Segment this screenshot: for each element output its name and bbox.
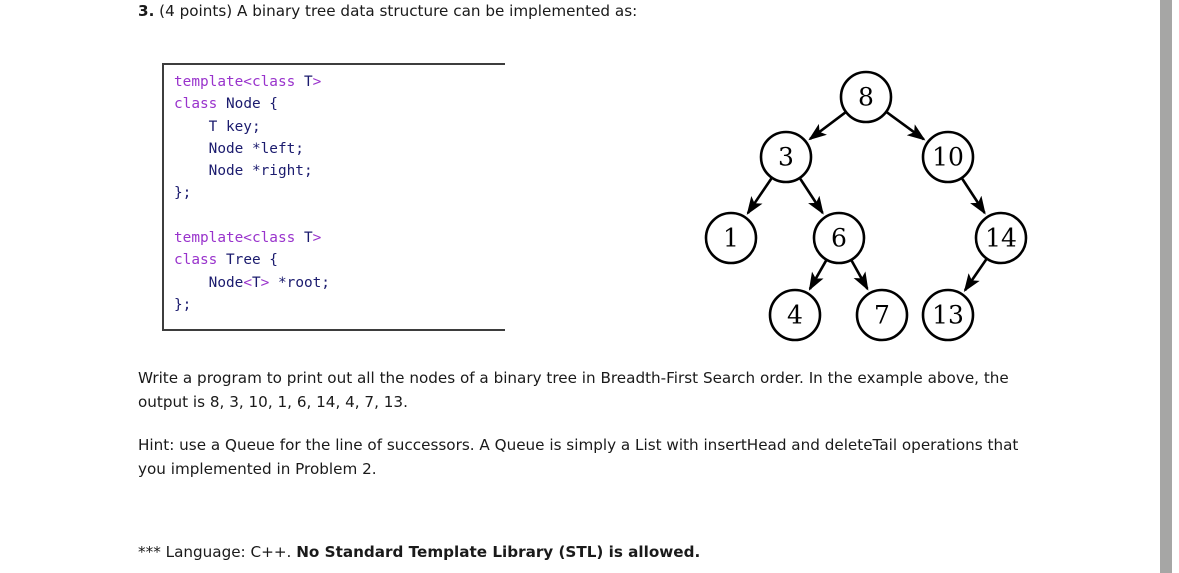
code-line: template<class T> [174,227,330,249]
code-identifier: Node { [217,96,278,113]
tree-node: 3 [759,130,813,184]
code-identifier: Node [174,274,244,291]
tree-node-label: 8 [858,83,874,112]
language-note-bold: No Standard Template Library (STL) is al… [296,543,701,561]
code-line: class Node { [174,93,330,115]
code-line: }; [174,182,330,204]
tree-node-label: 3 [778,143,794,172]
code-line: class Tree { [174,249,330,271]
binary-tree-svg: 8 3 10 1 6 14 4 7 13 [704,70,1028,342]
code-identifier: T [295,74,313,90]
tree-node-circle [921,130,975,184]
code-block-text: template<class T>class Node { T key; Nod… [174,71,330,316]
tree-node-circle [839,70,893,124]
paragraph-write-program: Write a program to print out all the nod… [138,369,1009,411]
code-keyword: > [260,274,270,291]
code-keyword: > [312,230,322,247]
tree-edge [850,260,869,291]
tree-node-label: 4 [787,301,803,330]
question-number: 3. [138,2,155,20]
tree-node-label: 6 [831,224,847,253]
code-identifier: T [295,230,313,247]
binary-tree-figure: 8 3 10 1 6 14 4 7 13 [700,60,1045,355]
tree-node-group: 8 3 10 1 6 14 4 7 13 [704,70,1028,342]
code-identifier: T key; [174,118,261,135]
code-keyword: > [312,74,322,90]
code-identifier: }; [174,296,192,313]
tree-node-circle [855,288,909,342]
code-keyword: class [174,96,218,113]
code-identifier: T [251,274,261,291]
tree-node-circle [768,288,822,342]
tree-node-circle [812,211,866,265]
tree-edge [886,111,926,141]
tree-edge [961,178,986,215]
tree-node-circle [921,288,975,342]
question-heading: 3. (4 points) A binary tree data structu… [138,0,1038,22]
code-line: }; [174,294,330,316]
tree-node-label: 13 [932,301,964,330]
tree-node: 1 [704,211,758,265]
language-note: *** Language: C++. No Standard Template … [138,541,1038,563]
code-keyword: < [243,274,252,291]
code-identifier: Node *right; [174,163,313,180]
code-line: Node<T> *root; [174,272,330,294]
code-identifier: *root; [269,274,330,291]
code-line: Node *left; [174,138,330,160]
tree-edge [746,177,773,215]
tree-node-label: 1 [723,224,739,253]
language-note-prefix: *** Language: C++. [138,543,297,561]
question-prompt: (4 points) A binary tree data structure … [159,2,638,20]
tree-node: 7 [855,288,909,342]
code-line [174,205,330,227]
tree-node: 10 [921,130,975,184]
page-edge-filler [1172,0,1179,573]
tree-node: 4 [768,288,822,342]
tree-node-label: 14 [985,224,1017,253]
code-line: template<class T> [174,71,330,93]
tree-edge [808,111,846,141]
code-block: template<class T>class Node { T key; Nod… [162,63,505,331]
code-keyword: template<class [174,74,296,90]
tree-node: 6 [812,211,866,265]
code-keyword: template<class [174,230,296,247]
tree-edge [963,258,988,293]
code-identifier: Node *left; [174,140,304,157]
tree-node: 14 [974,211,1028,265]
paragraph-hint: Hint: use a Queue for the line of succes… [138,436,1019,478]
tree-edge [808,259,828,291]
tree-node-circle [759,130,813,184]
page-scrollbar[interactable] [1160,0,1172,573]
tree-node: 13 [921,288,975,342]
code-line: Node *right; [174,160,330,182]
tree-node-label: 10 [932,143,964,172]
tree-node-circle [704,211,758,265]
tree-node-label: 7 [874,301,890,330]
tree-node: 8 [839,70,893,124]
tree-edge-group [746,111,988,293]
code-line: T key; [174,116,330,138]
code-keyword: class [174,252,218,269]
code-identifier: }; [174,185,192,202]
tree-edge [799,178,824,215]
tree-node-circle [974,211,1028,265]
code-identifier: Tree { [217,252,278,269]
